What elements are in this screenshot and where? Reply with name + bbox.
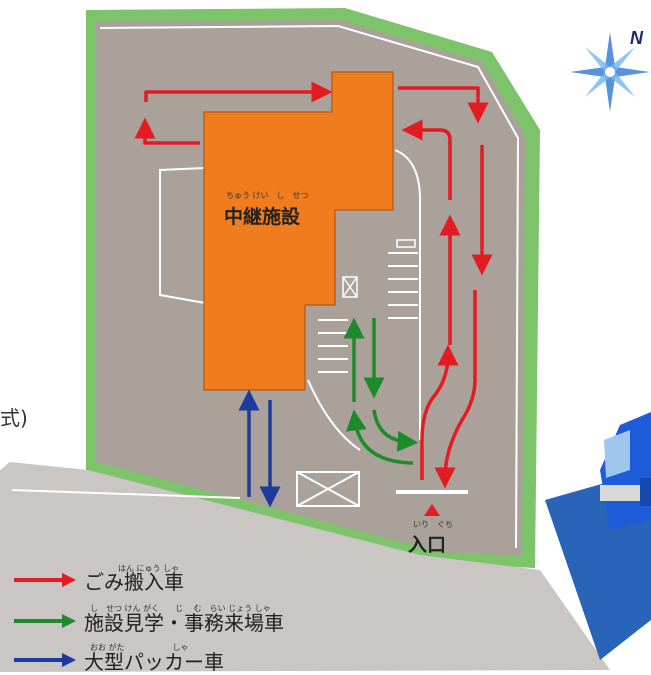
legend-label-garbage: ごみ搬入車 [84,569,184,594]
legend-arrow-visitor [14,614,76,628]
entrance-label-ruby: いり ぐち [413,520,453,529]
loading-area-box [296,471,360,507]
public-road [0,462,610,672]
entrance-label: 入口 [408,534,447,556]
legend-arrow-garbage [14,573,76,587]
garbage-truck-route [134,81,493,489]
packer-truck-route [238,389,281,508]
lot-boundary-line [99,24,520,549]
packer-truck-illustration [545,412,651,660]
building-label: 中継施設 [224,206,301,228]
legend-item-visitor: 施設見学・事務来場車 [78,609,284,635]
legend-label-visitor: 施設見学・事務来場車 [84,610,284,635]
legend-arrow-packer [14,653,76,667]
entrance-marker-triangle [424,504,440,516]
road-edge-line [11,489,241,499]
legend-item-packer: 大型パッカー車 [78,648,224,674]
parking-stalls [318,252,418,373]
visitor-route [343,317,419,465]
parking-space-marker [396,239,416,248]
curb-outline [307,379,361,451]
legend-ruby-visitor: し せつ けん がく じ む らい じょう しゃ [90,604,271,613]
legend-ruby-packer: おお がた しゃ [90,643,189,652]
entrance-gate-bar [396,490,468,494]
legend-item-garbage: ごみ搬入車 [78,568,184,594]
side-text-fragment: 式) [0,406,28,430]
compass-north-label: N [630,28,644,48]
building-label-ruby: ちゅう けい し せつ [226,191,309,200]
legend-ruby-garbage: はん にゅう しゃ [118,564,180,573]
compass-star-icon [570,32,650,112]
legend-label-packer: 大型パッカー車 [84,649,224,674]
curb-outline [159,167,206,304]
curb-outline [394,149,421,440]
hatched-box-small [342,276,358,298]
